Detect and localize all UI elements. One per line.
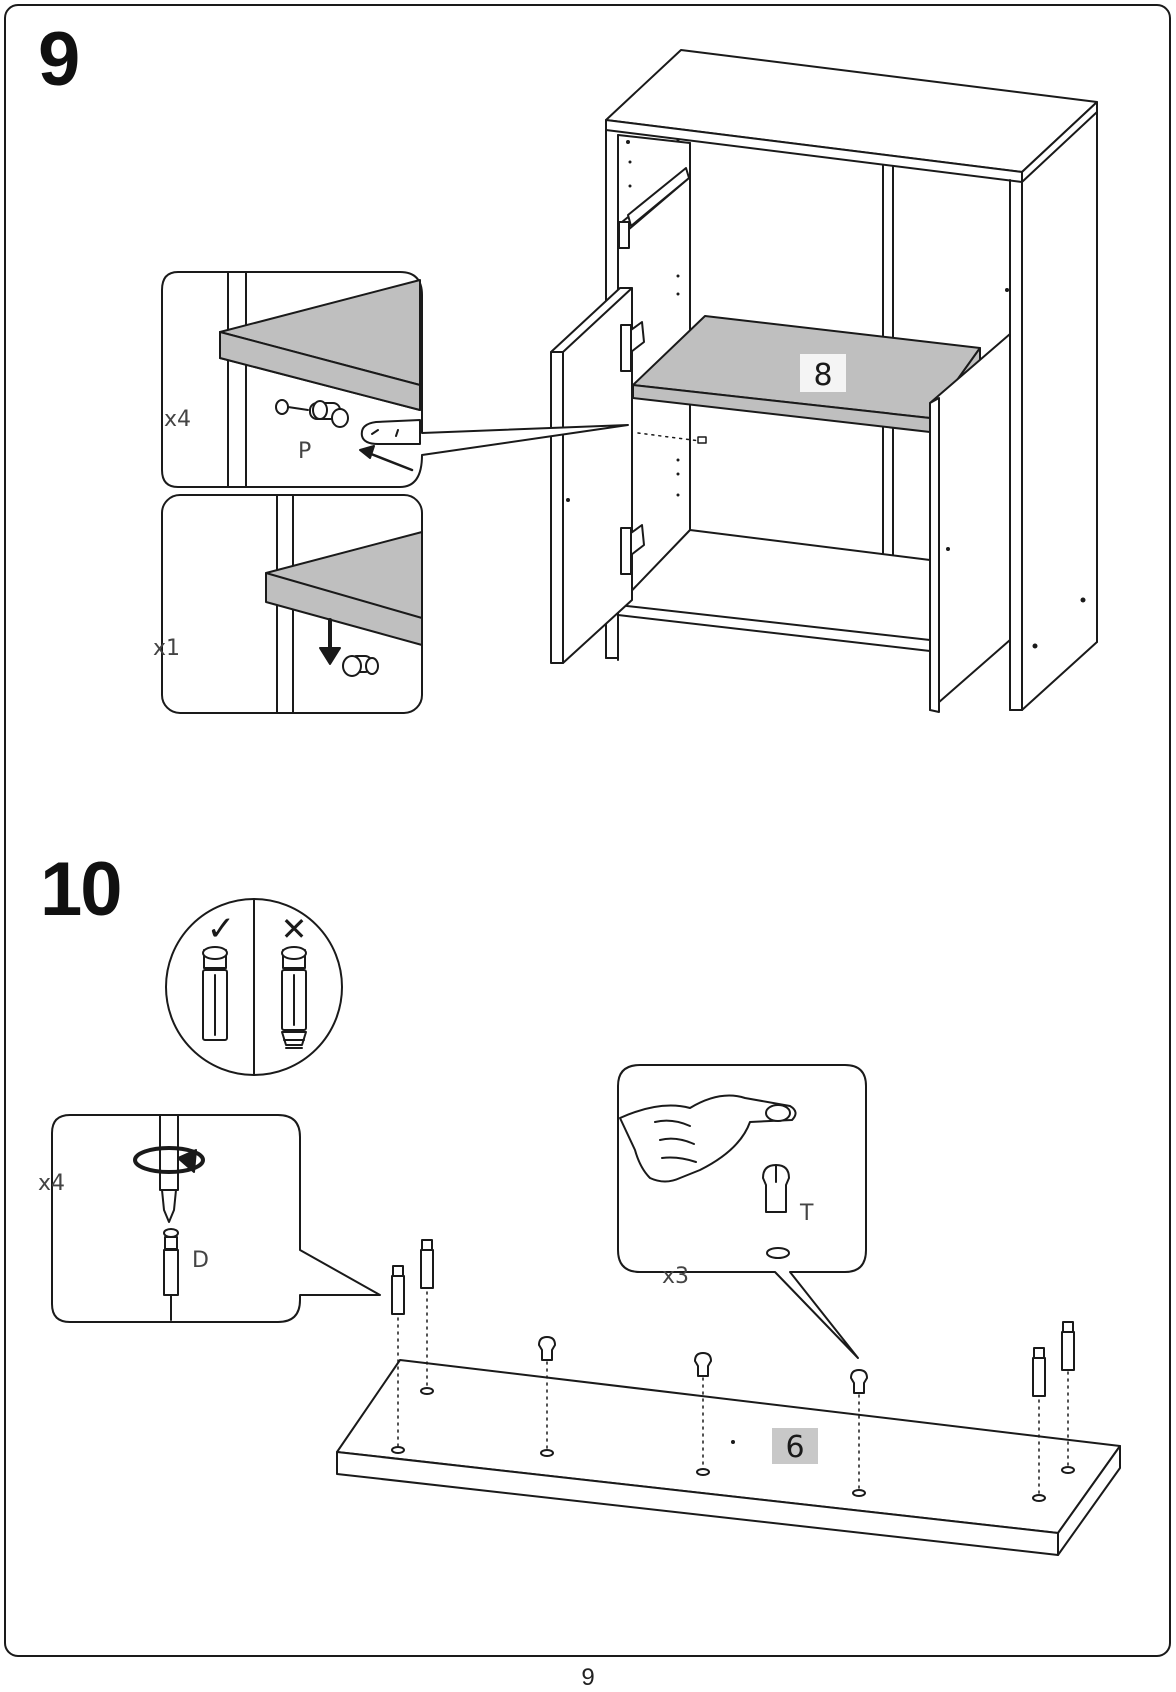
bottom-panel-number: 6 (785, 1430, 804, 1465)
callout-top-quantity: x4 (164, 407, 191, 432)
correct-mark-icon: ✓ (207, 909, 236, 949)
callout-bottom-quantity: x1 (153, 636, 180, 661)
callout-top-part-label: P (298, 439, 311, 464)
page-frame (4, 4, 1171, 1657)
step-10-number: 10 (40, 847, 123, 932)
callout-screw-fittings (51, 1114, 381, 1323)
callout-screw-part-label: D (192, 1248, 209, 1273)
callout-cam-locks (617, 1064, 867, 1359)
wrong-mark-icon: ✕ (281, 910, 308, 948)
shelf-panel-number: 8 (813, 358, 832, 393)
callout-shelf-pins (161, 271, 629, 488)
callout-screw-quantity: x4 (38, 1171, 65, 1196)
callout-hand-quantity: x3 (662, 1264, 689, 1289)
callout-hand-part-label: T (799, 1201, 814, 1226)
page-number: 9 (581, 1664, 595, 1691)
step-9-number: 9 (38, 17, 80, 102)
panel-6-drawing: 6 (336, 1239, 1121, 1556)
fitting-comparison-circle (165, 898, 343, 1076)
callout-shelf-drop (161, 494, 423, 714)
cabinet-drawing: 8 (550, 49, 1098, 713)
